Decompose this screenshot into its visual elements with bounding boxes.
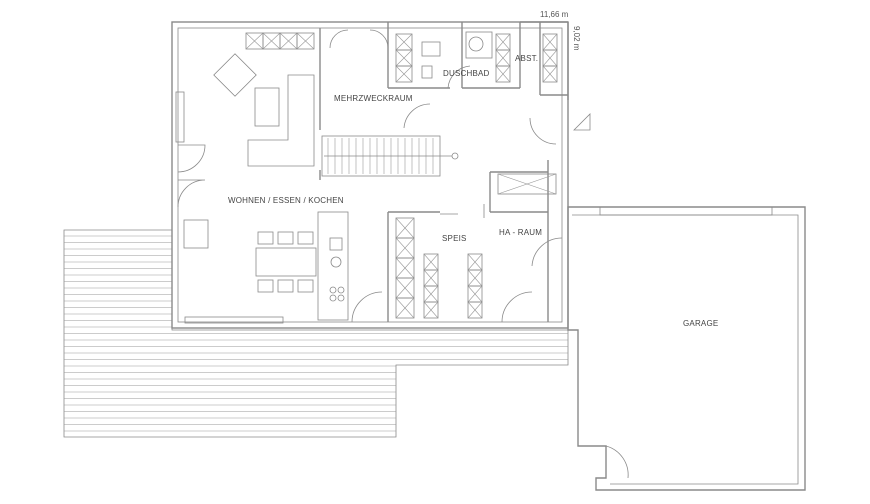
room-label-speis: SPEIS	[442, 234, 467, 243]
doors	[177, 29, 563, 323]
stairs	[324, 138, 459, 174]
room-label-wohnen: WOHNEN / ESSEN / KOCHEN	[228, 196, 344, 205]
room-label-duschbad: DUSCHBAD	[443, 69, 490, 78]
garage-walls	[567, 206, 806, 491]
terrace	[63, 229, 569, 438]
cabinets	[245, 32, 558, 319]
room-label-abst: ABST.	[515, 54, 538, 63]
room-label-mehrzweck: MEHRZWECKRAUM	[334, 94, 413, 103]
dimension-height: 9,02 m	[572, 26, 581, 51]
room-label-haraum: HA - RAUM	[499, 228, 542, 237]
dimension-width: 11,66 m	[540, 10, 569, 19]
room-label-garage: GARAGE	[683, 319, 718, 328]
furniture	[183, 31, 591, 302]
